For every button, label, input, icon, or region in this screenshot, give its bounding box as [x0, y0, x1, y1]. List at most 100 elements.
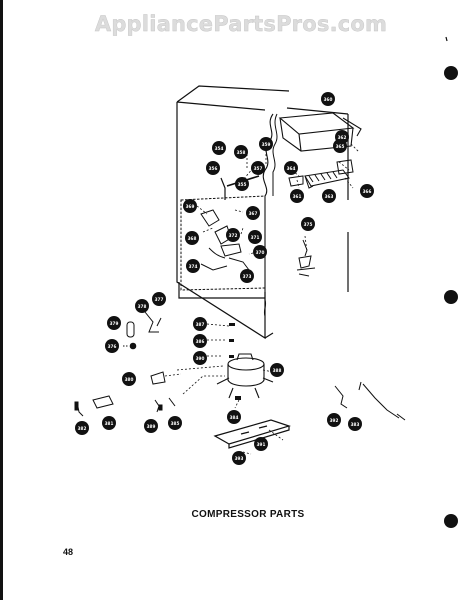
callout-label: 393 [235, 456, 244, 461]
callout-circle [240, 269, 254, 283]
callout-386: 386 [193, 334, 207, 348]
callout-390: 390 [193, 351, 207, 365]
refrigerant-tubing [272, 113, 278, 196]
callout-circle [193, 317, 207, 331]
callout-393: 393 [232, 451, 246, 465]
callout-label: 382 [78, 426, 87, 431]
callout-358: 358 [234, 145, 248, 159]
callout-label: 383 [351, 422, 360, 427]
callout-circle [360, 184, 374, 198]
compressor-fasteners [229, 323, 241, 400]
callout-375: 375 [301, 217, 315, 231]
callout-label: 388 [273, 368, 282, 373]
callout-label: 372 [229, 233, 238, 238]
watermark: AppliancePartsPros.com [94, 12, 388, 36]
callout-372: 372 [226, 228, 240, 242]
callout-363: 363 [322, 189, 336, 203]
base-plate [213, 419, 291, 449]
callout-label: 360 [324, 97, 333, 102]
callout-384: 384 [227, 410, 241, 424]
registration-dot [444, 66, 458, 80]
callout-circle [251, 161, 265, 175]
callout-circle [144, 419, 158, 433]
callout-circle [168, 416, 182, 430]
callout-label: 355 [238, 182, 247, 187]
ice-maker-assembly [288, 159, 354, 189]
callout-label: 354 [215, 146, 224, 151]
callout-383: 383 [348, 417, 362, 431]
callout-label: 373 [243, 274, 252, 279]
callout-circle [122, 372, 136, 386]
callout-368: 368 [185, 231, 199, 245]
registration-dot [444, 514, 458, 528]
diagram-caption: COMPRESSOR PARTS [191, 509, 305, 520]
page-number: 48 [63, 547, 74, 557]
margin-tick [445, 36, 448, 42]
callout-circle [186, 259, 200, 273]
callout-label: 379 [110, 321, 119, 326]
ice-tray [278, 112, 362, 152]
callout-364: 364 [284, 161, 298, 175]
callout-circle [248, 230, 262, 244]
callout-366: 366 [360, 184, 374, 198]
callout-355: 355 [235, 177, 249, 191]
callout-359: 359 [259, 137, 273, 151]
callout-374: 374 [186, 259, 200, 273]
callout-label: 377 [155, 297, 164, 302]
callout-label: 367 [249, 211, 258, 216]
callout-label: 392 [330, 418, 339, 423]
control-box [180, 195, 266, 291]
callout-label: 386 [196, 339, 205, 344]
callout-circle [227, 410, 241, 424]
callout-label: 384 [230, 415, 239, 420]
callout-circle [327, 413, 341, 427]
registration-dot [444, 290, 458, 304]
callout-label: 368 [188, 236, 197, 241]
small-parts-left [123, 311, 162, 350]
callout-circle [348, 417, 362, 431]
callout-377: 377 [152, 292, 166, 306]
callout-label: 356 [209, 166, 218, 171]
callout-370: 370 [253, 245, 267, 259]
fitting-part [296, 239, 316, 277]
right-parts [334, 381, 406, 421]
callout-circle [105, 339, 119, 353]
callout-circle [254, 437, 268, 451]
callout-381: 381 [102, 416, 116, 430]
callout-circle [107, 316, 121, 330]
callout-369: 369 [183, 199, 197, 213]
callout-label: 364 [287, 166, 296, 171]
callout-label: 381 [105, 421, 114, 426]
exploded-parts-diagram: 3603543563583573593553643613623633653663… [74, 36, 458, 528]
callout-circle [232, 451, 246, 465]
callout-387: 387 [193, 317, 207, 331]
callout-label: 357 [254, 166, 263, 171]
callout-circle [284, 161, 298, 175]
callout-label: 370 [256, 250, 265, 255]
callout-circle [152, 292, 166, 306]
callout-365: 365 [333, 139, 347, 153]
callout-label: 362 [338, 135, 347, 140]
callout-392: 392 [327, 413, 341, 427]
callout-circle [212, 141, 226, 155]
callout-391: 391 [254, 437, 268, 451]
callout-label: 376 [108, 344, 117, 349]
callout-367: 367 [246, 206, 260, 220]
callout-380: 380 [122, 372, 136, 386]
callout-354: 354 [212, 141, 226, 155]
callout-label: 363 [325, 194, 334, 199]
callout-circle [193, 334, 207, 348]
callout-circle [226, 228, 240, 242]
callout-label: 387 [196, 322, 205, 327]
callout-388: 388 [270, 363, 284, 377]
callout-378: 378 [135, 299, 149, 313]
callout-circle [234, 145, 248, 159]
callout-circle [270, 363, 284, 377]
callout-label: 389 [147, 424, 156, 429]
callout-389: 389 [144, 419, 158, 433]
callout-356: 356 [206, 161, 220, 175]
callout-label: 378 [138, 304, 147, 309]
callout-circle [183, 199, 197, 213]
callout-label: 390 [196, 356, 205, 361]
callout-circle [321, 92, 335, 106]
